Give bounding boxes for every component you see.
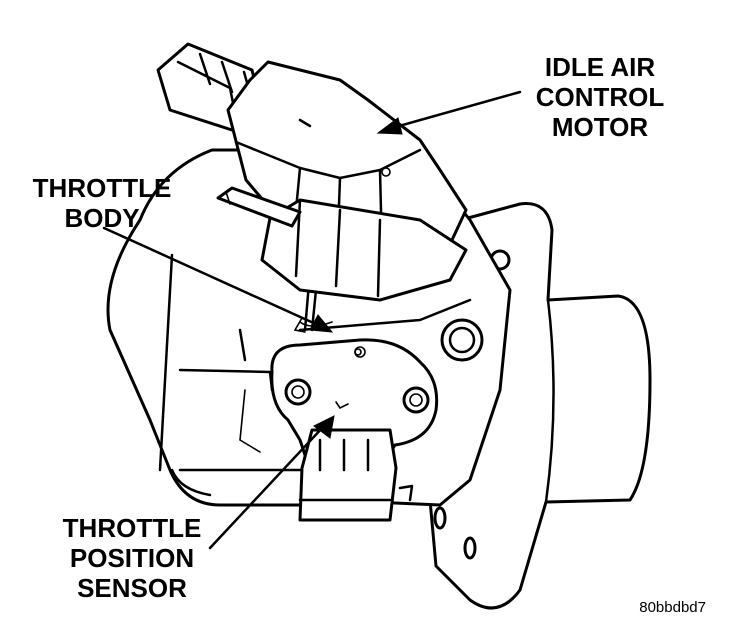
iac-label-line-2: CONTROL [536,82,665,112]
tps-label-line-1: THROTTLE [63,513,202,543]
label-throttle-body: THROTTLE BODY [33,173,172,233]
throttle-body-arrow [102,226,334,333]
label-idle-air-control-motor: IDLE AIR CONTROL MOTOR [536,52,665,142]
idle-air-control-motor [156,42,468,302]
iac-motor-arrow [376,90,522,135]
iac-label-line-1: IDLE AIR [545,52,655,82]
tps-label-line-3: SENSOR [77,573,187,603]
leader-arrows [102,90,522,550]
label-throttle-position-sensor: THROTTLE POSITION SENSOR [63,513,202,603]
tb-label-line-2: BODY [64,203,139,233]
tb-label-line-1: THROTTLE [33,173,172,203]
figure-code: 80bbdbd7 [639,599,706,616]
tps-label-line-2: POSITION [70,543,194,573]
tps-arrow [208,415,335,550]
iac-label-line-3: MOTOR [552,112,649,142]
vacuum-port [440,318,484,362]
